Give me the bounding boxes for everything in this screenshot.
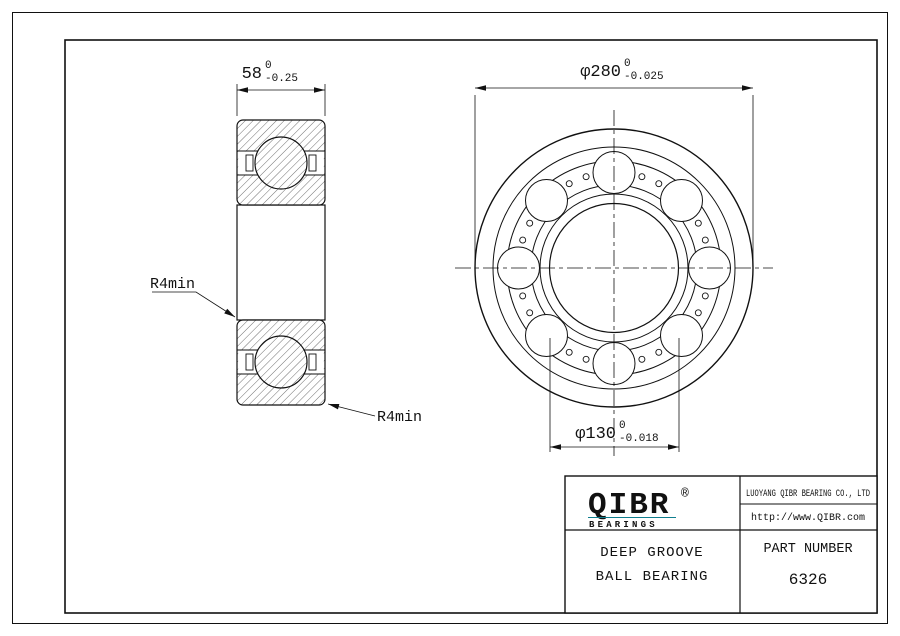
width-dim-lower-tol: -0.25: [265, 73, 298, 85]
bore-dim-upper-tol: 0: [619, 420, 626, 432]
title-block: QIBR ® BEARINGS LUOYANG QIBR BEARING CO.…: [564, 475, 878, 614]
section-top: [236, 119, 326, 206]
rivet: [565, 180, 573, 188]
rivet: [519, 236, 527, 244]
od-dim-lower-tol: -0.025: [624, 71, 664, 83]
inner-border: [64, 39, 878, 614]
product-name-line2: BALL BEARING: [596, 569, 709, 585]
ball-pocket: [660, 314, 703, 357]
company-website: http://www.QIBR.com: [751, 512, 865, 524]
section-bottom: [236, 319, 326, 406]
rivet: [526, 219, 534, 227]
bore-dimension: φ130 0 -0.018: [549, 338, 680, 452]
rivet: [701, 292, 709, 300]
part-number-value: 6326: [789, 571, 827, 589]
part-number-label: PART NUMBER: [763, 542, 852, 557]
bore-dim-lower-tol: -0.018: [619, 433, 659, 445]
cage-pockets: [497, 151, 731, 385]
title-block-frame: [564, 475, 878, 614]
width-dim-upper-tol: 0: [265, 60, 272, 72]
ball-pocket: [660, 179, 703, 222]
product-name-line1: DEEP GROOVE: [600, 545, 703, 561]
cage-section-left-top: [245, 154, 254, 172]
fillet-label-left: R4min: [150, 276, 195, 293]
rivet: [565, 348, 573, 356]
outer-border: [12, 12, 888, 624]
rivet: [582, 173, 590, 181]
cage-section-right-top: [308, 154, 317, 172]
rivet: [638, 355, 646, 363]
rivet: [655, 180, 663, 188]
company-logo: QIBR ® BEARINGS: [588, 486, 689, 530]
ball-section-top: [254, 136, 308, 190]
od-dim-upper-tol: 0: [624, 58, 631, 70]
fillet-label-right: R4min: [377, 409, 422, 426]
ball-section-bottom: [254, 335, 308, 389]
od-dim-value: φ280: [580, 63, 621, 82]
rivet: [694, 309, 702, 317]
bore-outline: [236, 204, 326, 321]
rivet: [582, 355, 590, 363]
rivet: [638, 173, 646, 181]
fillet-callout-right: R4min: [327, 403, 422, 426]
leader-line: [327, 403, 376, 417]
rivet: [701, 236, 709, 244]
logo-subtext: BEARINGS: [589, 520, 658, 530]
leader-line: [152, 291, 236, 318]
rivet: [526, 309, 534, 317]
ball-pocket: [525, 179, 568, 222]
rivet: [655, 348, 663, 356]
cage-section-left-bottom: [245, 353, 254, 371]
cage-rivets: [519, 173, 709, 363]
bore-dim-value: φ130: [575, 425, 616, 444]
fillet-callout-left: R4min: [150, 276, 236, 318]
width-dimension: 58 0 -0.25: [236, 60, 326, 116]
rivet: [694, 219, 702, 227]
od-dimension: φ280 0 -0.025: [474, 58, 754, 261]
front-view: φ280 0 -0.025 φ130 0 -0.018: [455, 58, 773, 456]
company-name: LUOYANG QIBR BEARING CO., LTD: [746, 489, 870, 500]
ball-pocket: [525, 314, 568, 357]
cage-section-right-bottom: [308, 353, 317, 371]
section-view: 58 0 -0.25 R4min R4min: [150, 60, 422, 426]
registered-mark-icon: ®: [681, 486, 689, 501]
rivet: [519, 292, 527, 300]
width-dim-value: 58: [242, 65, 262, 84]
